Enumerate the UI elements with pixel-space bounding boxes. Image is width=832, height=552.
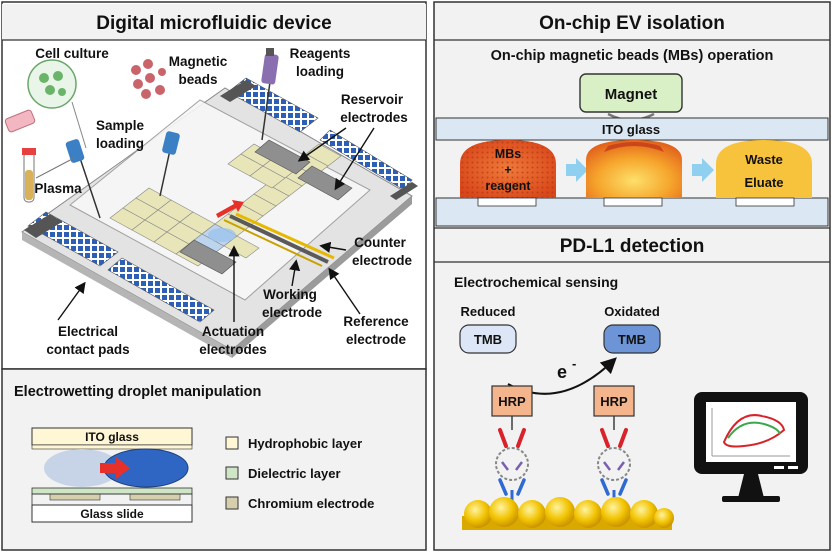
ev-title: On-chip EV isolation: [539, 13, 725, 34]
mbs-ito-glass: [435, 117, 829, 141]
dmf-chip: [21, 77, 418, 358]
label-counter-2: electrode: [352, 253, 413, 268]
pipette-magnetic-beads: [159, 131, 180, 197]
immunoassay-stack-left: [495, 416, 529, 504]
pipette-reagents: [261, 48, 279, 141]
mbs-subtitle: On-chip magnetic beads (MBs) operation: [491, 48, 774, 64]
contact-pads-bottom: [107, 257, 215, 323]
reduced-label: Reduced: [461, 304, 516, 319]
label-reference-2: electrode: [346, 332, 407, 347]
contact-pads-right: [319, 129, 413, 191]
label-sample-1: Sample: [96, 118, 145, 133]
magnetic-beads-cluster: [131, 59, 166, 99]
hrp-right-label: HRP: [600, 394, 628, 409]
monitor-icon: [694, 392, 808, 502]
hrp-left: HRP: [491, 385, 533, 417]
label-contact-1: Electrical: [58, 324, 118, 339]
tmb-reduced-label: TMB: [474, 332, 502, 347]
ew-legend: Hydrophobic layer Dielectric layer Chrom…: [225, 436, 374, 511]
drop1-line3: reagent: [485, 179, 531, 193]
waste-label: Waste: [745, 152, 783, 167]
legend-swatch-chromium: [225, 496, 239, 510]
label-reagents-2: loading: [296, 64, 344, 79]
legend-hydrophobic: Hydrophobic layer: [248, 436, 362, 451]
electron-superscript: -: [572, 356, 576, 371]
reservoir-electrode-2: [297, 165, 353, 201]
label-contact-2: contact pads: [46, 342, 129, 357]
droplet-previous: [44, 449, 120, 487]
label-working-1: Working: [263, 287, 317, 302]
tmb-oxidated: TMB: [603, 324, 661, 354]
label-reagents-1: Reagents: [290, 46, 351, 61]
hrp-left-label: HRP: [498, 394, 526, 409]
label-magnetic-beads-1: Magnetic: [169, 54, 228, 69]
flow-arrow-1: [566, 158, 588, 182]
legend-swatch-dielectric: [225, 466, 239, 480]
pipette-sample: [65, 139, 101, 219]
legend-dielectric: Dielectric layer: [248, 466, 341, 481]
label-reservoir-2: electrodes: [340, 110, 408, 125]
device-title: Digital microfluidic device: [96, 13, 331, 34]
droplet-direction-arrow: [216, 200, 244, 218]
immunoassay-stack-right: [597, 416, 631, 504]
contact-pads-top: [227, 77, 319, 133]
gold-nanoparticle-electrode: [462, 497, 674, 530]
mbs-ito-glass-label: ITO glass: [602, 122, 660, 137]
droplet-mbs-reagent: MBs + reagent: [460, 140, 556, 207]
label-plasma: Plasma: [34, 181, 82, 196]
label-actuation-1: Actuation: [202, 324, 264, 339]
leader-arrows: [57, 127, 375, 322]
tmb-oxidated-label: TMB: [618, 332, 646, 347]
droplet-mixing: [586, 140, 682, 207]
eluate-label: Eluate: [744, 175, 783, 190]
label-reference-1: Reference: [343, 314, 409, 329]
label-sample-2: loading: [96, 136, 144, 151]
reservoir-electrode-1: [254, 139, 311, 175]
sensing-title: Electrochemical sensing: [454, 274, 618, 290]
label-reservoir-1: Reservoir: [341, 92, 404, 107]
droplet-move-arrow: [100, 457, 130, 479]
label-working-2: electrode: [262, 305, 323, 320]
tmb-reduced: TMB: [459, 324, 517, 354]
plasma-tube: [22, 148, 75, 203]
label-counter-1: Counter: [354, 235, 406, 250]
electrowetting-title: Electrowetting droplet manipulation: [14, 384, 261, 400]
flow-arrow-2: [692, 158, 714, 182]
detection-title: PD-L1 detection: [560, 236, 705, 257]
drop1-line1: MBs: [495, 147, 521, 161]
label-actuation-2: electrodes: [199, 342, 267, 357]
label-magnetic-beads-2: beads: [178, 72, 217, 87]
hrp-right: HRP: [593, 385, 635, 417]
magnet-label: Magnet: [605, 86, 658, 103]
ew-glass-slide-label: Glass slide: [80, 507, 144, 521]
cell-culture-dish: [4, 59, 87, 149]
label-cell-culture: Cell culture: [35, 46, 109, 61]
electrowetting-schematic: ITO glass Glass slide: [31, 427, 193, 523]
drop1-line2: +: [504, 163, 511, 177]
legend-chromium: Chromium electrode: [248, 496, 374, 511]
panel-device-title-bg: [2, 4, 426, 40]
electron-label: e: [557, 362, 567, 382]
droplet-waste-eluate: Waste Eluate: [716, 140, 812, 207]
legend-swatch-hydrophobic: [225, 436, 239, 450]
droplet-on-chip: [208, 228, 236, 242]
oxidated-label: Oxidated: [604, 304, 660, 319]
ew-ito-glass-label: ITO glass: [85, 430, 139, 444]
